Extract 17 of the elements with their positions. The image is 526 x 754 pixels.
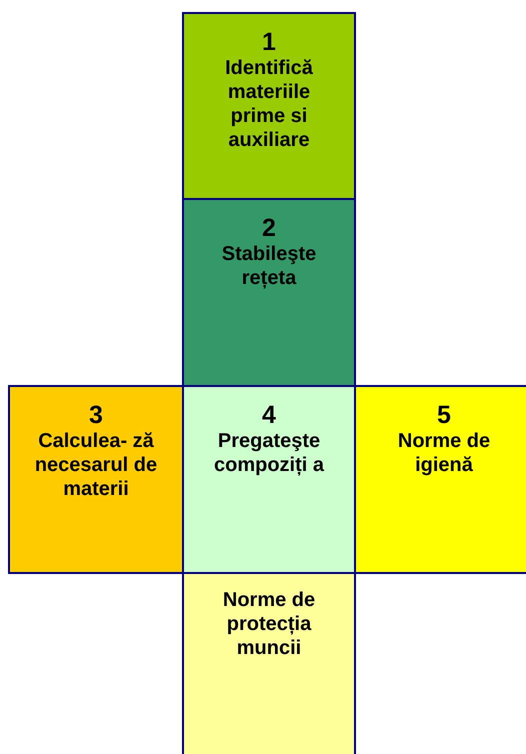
step-box: [8, 385, 184, 574]
step-label: Stabileşte rețeta: [220, 242, 318, 290]
step-number: 4: [261, 401, 277, 429]
step-number: 2: [261, 214, 277, 242]
step-box: [354, 385, 526, 574]
step-box: [182, 198, 356, 387]
step-label: Norme de igienă: [396, 429, 492, 477]
step-label: Identifică materiile prime si auxiliare: [224, 56, 314, 152]
step-box: [182, 385, 356, 574]
step-number: 5: [436, 401, 452, 429]
step-label: Norme de protecția muncii: [222, 588, 316, 660]
step-label: Pregateşte compoziți a: [212, 429, 326, 477]
step-number: 3: [88, 401, 104, 429]
step-box: [182, 572, 356, 754]
step-box: [182, 12, 356, 200]
step-number: 1: [261, 28, 277, 56]
step-label: Calculea- ză necesarul de materii: [34, 429, 158, 501]
